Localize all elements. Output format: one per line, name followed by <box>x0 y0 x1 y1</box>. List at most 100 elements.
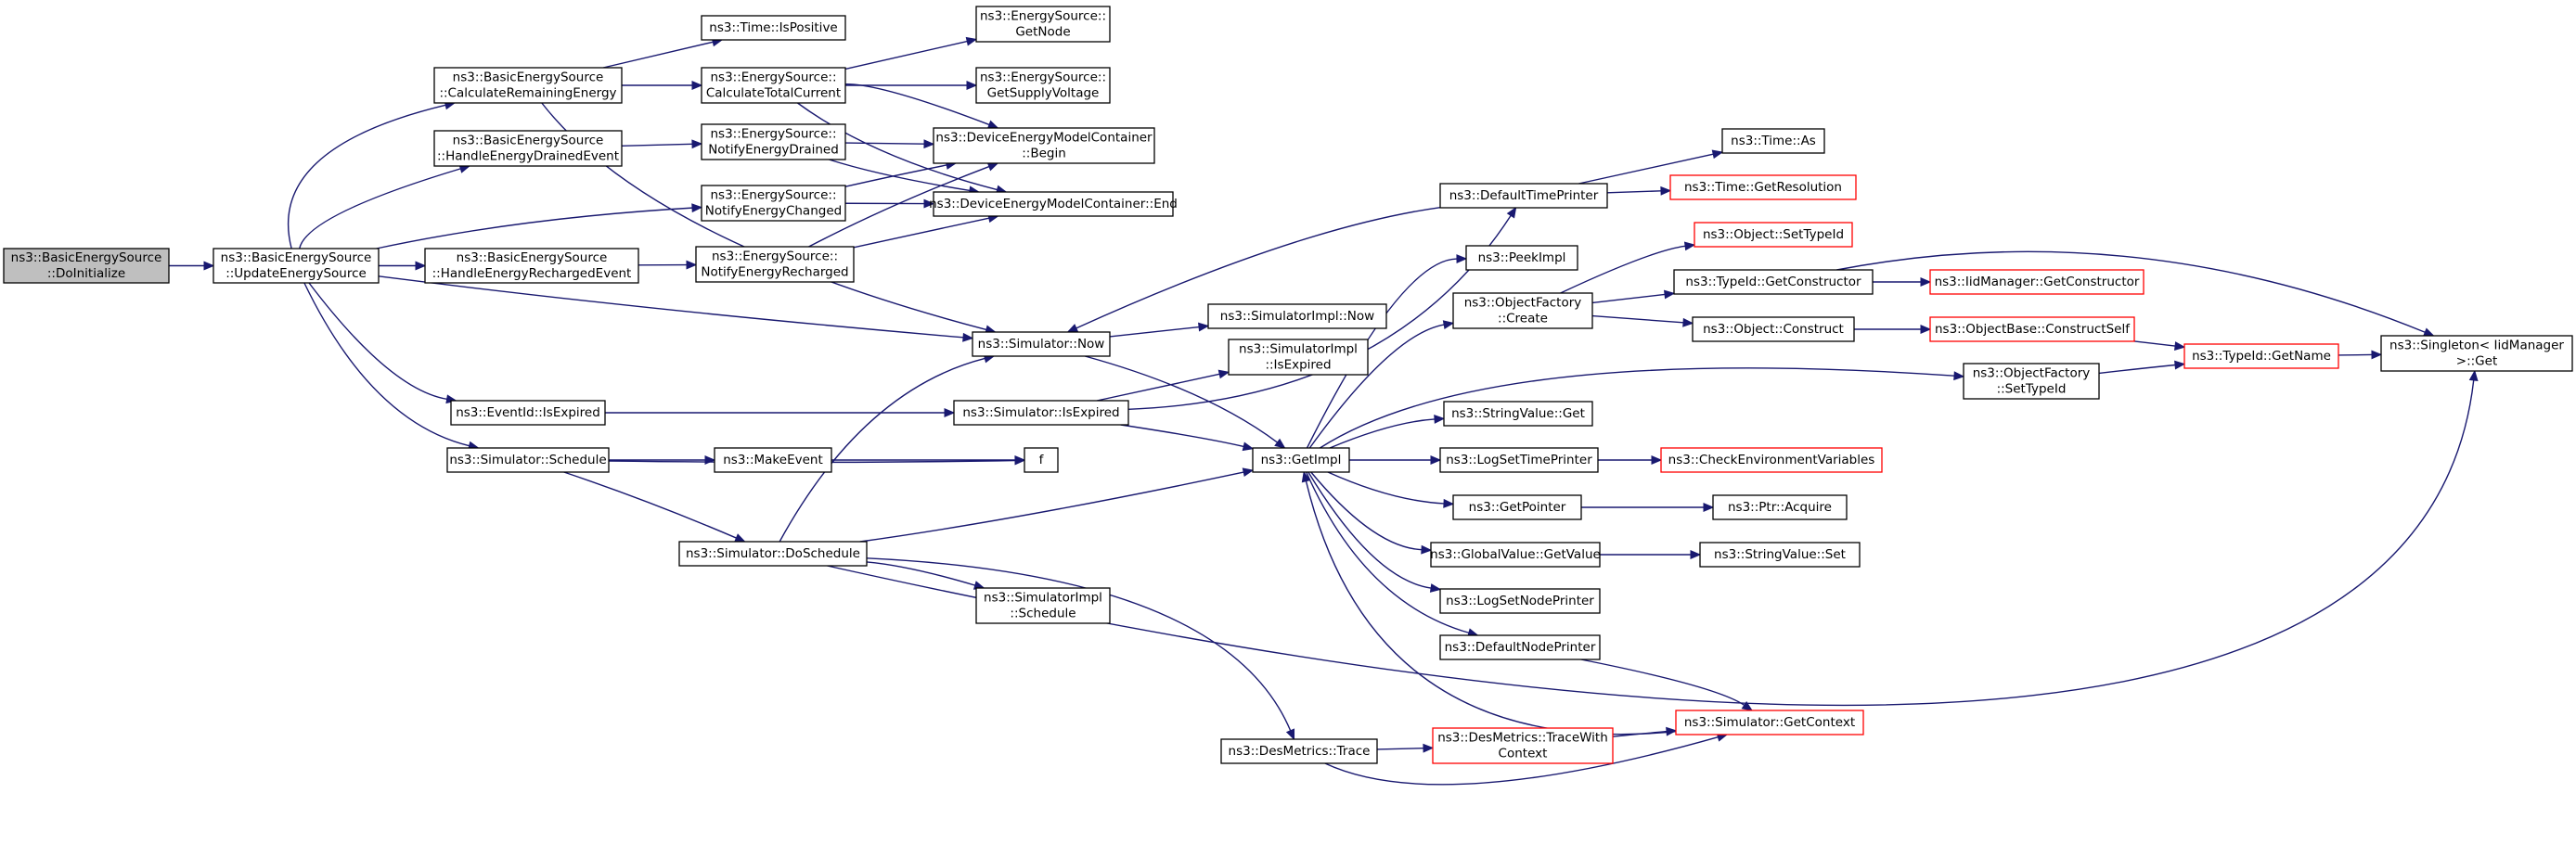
function-node-handrech[interactable]: ns3::BasicEnergySource::HandleEnergyRech… <box>424 248 639 284</box>
node-label: ns3::Singleton< IidManager <box>2389 339 2564 353</box>
arrowhead-icon <box>1741 700 1754 711</box>
function-node-gvget[interactable]: ns3::GlobalValue::GetValue <box>1430 542 1601 568</box>
node-label: ns3::SimulatorImpl <box>984 591 1102 606</box>
function-node-ispos[interactable]: ns3::Time::IsPositive <box>701 15 846 41</box>
function-node-demend[interactable]: ns3::DeviceEnergyModelContainer::End <box>929 191 1178 217</box>
function-node-defnode[interactable]: ns3::DefaultNodePrinter <box>1439 634 1601 660</box>
function-node-upd[interactable]: ns3::BasicEnergySource::UpdateEnergySour… <box>213 248 380 284</box>
function-node-ofcreate[interactable]: ns3::ObjectFactory::Create <box>1452 292 1593 329</box>
function-node-calcrem[interactable]: ns3::BasicEnergySource::CalculateRemaini… <box>433 67 623 104</box>
function-node-notrech[interactable]: ns3::EnergySource::NotifyEnergyRecharged <box>695 246 855 283</box>
node-label: ns3::EnergySource:: <box>980 9 1106 24</box>
node-box <box>1673 269 1874 295</box>
arrowhead-icon <box>1066 324 1079 333</box>
node-label: ns3::Object::Construct <box>1703 322 1844 337</box>
function-node-notdrain[interactable]: ns3::EnergySource::NotifyEnergyDrained <box>701 123 846 160</box>
arrowhead-icon <box>1651 455 1663 465</box>
node-box <box>1694 222 1853 248</box>
function-node-getsup[interactable]: ns3::EnergySource::GetSupplyVoltage <box>975 67 1111 104</box>
function-node-makeev[interactable]: ns3::MakeEvent <box>714 447 832 473</box>
node-box <box>1669 174 1857 200</box>
call-edge <box>2098 364 2176 375</box>
call-edge <box>376 207 693 249</box>
function-node-getimpl[interactable]: ns3::GetImpl <box>1252 447 1350 473</box>
arrowhead-icon <box>1660 185 1672 196</box>
node-label: ::UpdateEnergySource <box>225 266 367 281</box>
node-box <box>3 248 170 284</box>
arrowhead-icon <box>1506 206 1517 219</box>
node-box <box>1439 447 1599 473</box>
function-node-svset[interactable]: ns3::StringValue::Set <box>1699 542 1861 568</box>
arrowhead-icon <box>1434 415 1446 424</box>
function-node-sched[interactable]: ns3::Simulator::Schedule <box>446 447 610 473</box>
call-edges <box>169 36 2479 786</box>
call-edge <box>1560 245 1686 294</box>
node-box <box>1721 128 1825 154</box>
function-node-logtime[interactable]: ns3::LogSetTimePrinter <box>1439 447 1599 473</box>
function-node-notchg[interactable]: ns3::EnergySource::NotifyEnergyChanged <box>701 185 846 222</box>
arrowhead-icon <box>734 533 746 543</box>
node-label: ns3::DeviceEnergyModelContainer::End <box>929 197 1178 211</box>
function-node-ptracq[interactable]: ns3::Ptr::Acquire <box>1712 494 1848 520</box>
function-node-implisexp[interactable]: ns3::SimulatorImpl::IsExpired <box>1228 339 1369 376</box>
function-node-f[interactable]: f <box>1024 447 1059 473</box>
arrowhead-icon <box>923 198 935 209</box>
arrowhead-icon <box>1217 369 1230 379</box>
function-node-simisexp[interactable]: ns3::Simulator::IsExpired <box>953 400 1129 426</box>
node-box <box>933 191 1174 217</box>
function-node-tidname[interactable]: ns3::TypeId::GetName <box>2183 343 2339 369</box>
arrowhead-icon <box>691 139 703 149</box>
arrowhead-icon <box>1242 441 1255 452</box>
call-edge <box>1324 736 1719 786</box>
function-node-lognode[interactable]: ns3::LogSetNodePrinter <box>1439 588 1601 614</box>
function-node-evexp[interactable]: ns3::EventId::IsExpired <box>450 400 606 426</box>
arrowhead-icon <box>962 332 974 342</box>
function-nodes: ns3::BasicEnergySource::DoInitializens3:… <box>3 6 2573 764</box>
function-node-getctx[interactable]: ns3::Simulator::GetContext <box>1675 710 1864 735</box>
node-label: ns3::MakeEvent <box>723 453 823 467</box>
function-node-getres[interactable]: ns3::Time::GetResolution <box>1669 174 1857 200</box>
node-label: ns3::BasicEnergySource <box>453 70 604 85</box>
node-label: ns3::EnergySource:: <box>980 70 1106 85</box>
function-node-implnow[interactable]: ns3::SimulatorImpl::Now <box>1207 303 1387 329</box>
node-box <box>1675 710 1864 735</box>
node-box <box>1439 183 1608 209</box>
function-node-handrain[interactable]: ns3::BasicEnergySource::HandleEnergyDrai… <box>433 130 623 167</box>
function-node-checkenv[interactable]: ns3::CheckEnvironmentVariables <box>1660 447 1883 473</box>
node-label: ns3::Simulator::IsExpired <box>962 405 1119 420</box>
function-node-obconstself[interactable]: ns3::ObjectBase::ConstructSelf <box>1929 316 2135 342</box>
function-node-deftime[interactable]: ns3::DefaultTimePrinter <box>1439 183 1608 209</box>
node-label: ::Schedule <box>1010 607 1075 621</box>
node-box <box>1430 542 1601 568</box>
arrowhead-icon <box>1666 726 1678 736</box>
arrowhead-icon <box>1953 371 1965 381</box>
function-node-singleton[interactable]: ns3::Singleton< IidManager >::Get <box>2380 335 2573 372</box>
function-node-destrace[interactable]: ns3::DesMetrics::Trace <box>1220 738 1378 764</box>
function-node-tidgetctor[interactable]: ns3::TypeId::GetConstructor <box>1673 269 1874 295</box>
function-node-ofsettid[interactable]: ns3::ObjectFactory::SetTypeId <box>1963 363 2100 400</box>
function-node-simnow[interactable]: ns3::Simulator::Now <box>972 331 1111 357</box>
function-node-dosched[interactable]: ns3::Simulator::DoSchedule <box>678 541 868 567</box>
call-edge <box>1329 418 1436 449</box>
function-node-dembegin[interactable]: ns3::DeviceEnergyModelContainer::Begin <box>933 127 1155 164</box>
function-node-iidctor[interactable]: ns3::IidManager::GetConstructor <box>1929 269 2145 295</box>
node-label: ::HandleEnergyRechargedEvent <box>432 266 632 281</box>
arrowhead-icon <box>1198 322 1210 332</box>
node-box <box>1207 303 1387 329</box>
node-label: ns3::LogSetNodePrinter <box>1446 594 1594 608</box>
node-label: ns3::SimulatorImpl <box>1239 342 1358 357</box>
function-node-svget[interactable]: ns3::StringValue::Get <box>1443 401 1593 427</box>
function-node-getptr[interactable]: ns3::GetPointer <box>1452 494 1582 520</box>
function-node-objsettid[interactable]: ns3::Object::SetTypeId <box>1694 222 1853 248</box>
node-label: NotifyEnergyChanged <box>705 204 842 219</box>
function-node-peek[interactable]: ns3::PeekImpl <box>1465 245 1578 271</box>
function-node-getnode[interactable]: ns3::EnergySource::GetNode <box>975 6 1111 43</box>
function-node-implsched[interactable]: ns3::SimulatorImpl::Schedule <box>975 587 1111 624</box>
arrowhead-icon <box>986 162 999 172</box>
function-node-calctot[interactable]: ns3::EnergySource::CalculateTotalCurrent <box>701 67 846 104</box>
node-box <box>433 130 623 167</box>
function-node-timeas[interactable]: ns3::Time::As <box>1721 128 1825 154</box>
node-label: ns3::DesMetrics::TraceWith <box>1437 731 1608 746</box>
function-node-objconst[interactable]: ns3::Object::Construct <box>1692 316 1855 342</box>
